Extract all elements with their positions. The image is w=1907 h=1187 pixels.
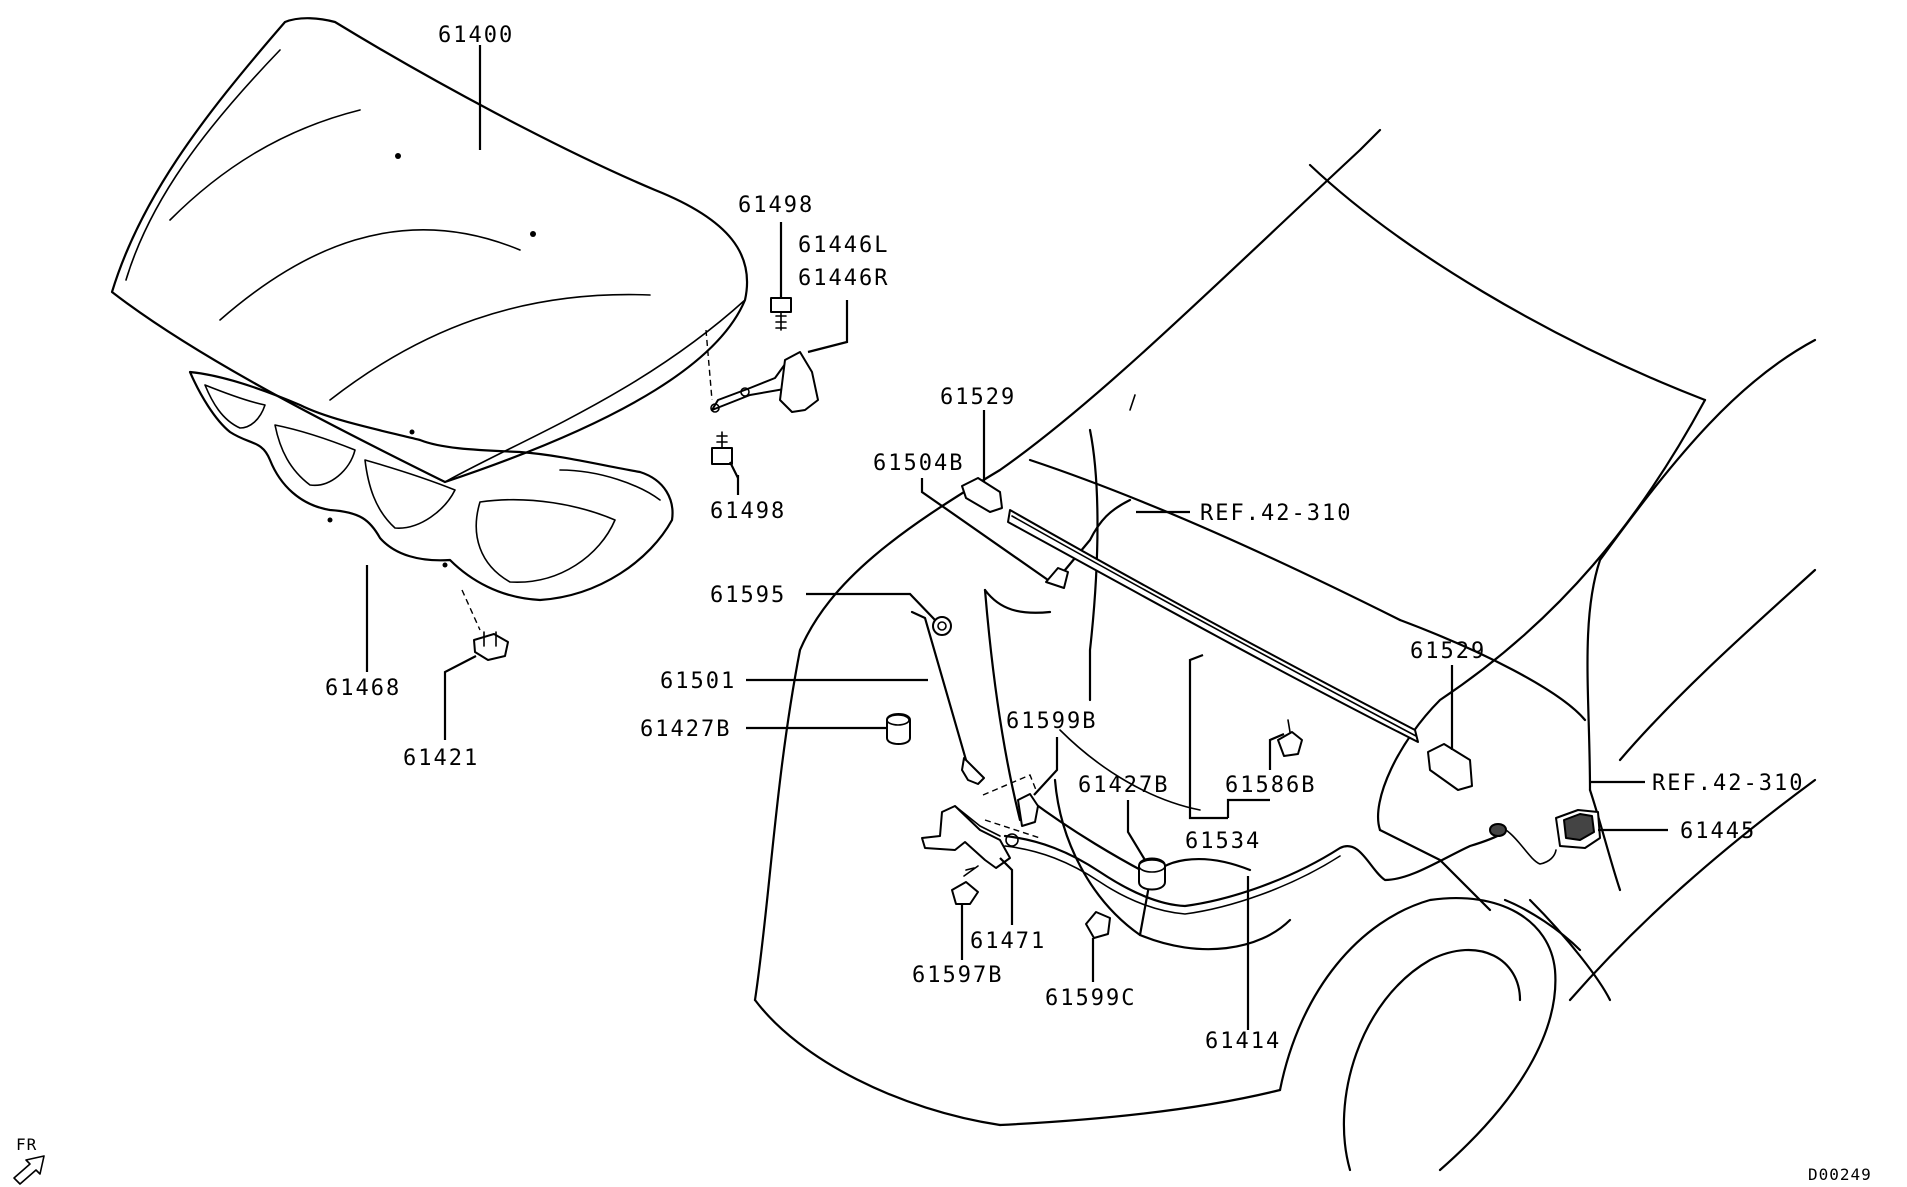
label-61529-right: 61529 (1410, 639, 1486, 664)
insulator-clip[interactable] (461, 589, 509, 661)
front-label: FR (16, 1135, 37, 1154)
hood-hinge[interactable] (705, 329, 819, 413)
weatherstrip-clip[interactable] (1045, 567, 1069, 589)
hood-insulator[interactable] (188, 370, 674, 602)
leader-lines (365, 45, 1668, 1030)
hood-release-handle[interactable] (1555, 809, 1601, 849)
diagram-code: D00249 (1808, 1165, 1872, 1184)
label-61529-left: 61529 (940, 385, 1016, 410)
hood-release-cable[interactable] (1003, 823, 1557, 915)
rod-grommet[interactable] (932, 616, 952, 636)
label-61400: 61400 (438, 23, 514, 48)
label-ref-lower: REF.42-310 (1652, 771, 1804, 796)
label-61586B: 61586B (1225, 773, 1316, 798)
label-61595: 61595 (710, 583, 786, 608)
label-61446L: 61446L (798, 233, 889, 258)
label-61599C: 61599C (1045, 986, 1136, 1011)
label-61498-top: 61498 (738, 193, 814, 218)
hood-panel[interactable] (110, 17, 749, 484)
label-61421: 61421 (403, 746, 479, 771)
hood-weatherstrip[interactable] (1007, 509, 1419, 743)
cable-clip-lower[interactable] (1085, 911, 1111, 939)
label-61427B-mid: 61427B (1078, 773, 1169, 798)
label-61504B: 61504B (873, 451, 964, 476)
hood-bumper-left[interactable] (961, 477, 1003, 513)
hinge-bolt-lower[interactable] (711, 431, 733, 465)
hood-bumper-rubber-mid[interactable] (1138, 857, 1166, 891)
label-61599B: 61599B (1006, 709, 1097, 734)
label-61414: 61414 (1205, 1029, 1281, 1054)
label-61534: 61534 (1185, 829, 1261, 854)
label-61445: 61445 (1680, 819, 1756, 844)
latch-bolt[interactable] (951, 865, 979, 905)
hood-bumper-right[interactable] (1427, 743, 1473, 791)
rod-holder-clip[interactable] (1017, 793, 1039, 827)
vehicle-body (753, 128, 1817, 1172)
cable-clip-upper[interactable] (1277, 719, 1303, 757)
label-61501: 61501 (660, 669, 736, 694)
label-61468: 61468 (325, 676, 401, 701)
front-indicator: FR (13, 1135, 45, 1185)
label-61498-bottom: 61498 (710, 499, 786, 524)
hood-latch[interactable] (921, 774, 1041, 869)
part-labels: 61400 61498 61446L 61446R 61498 61468 61… (325, 23, 1804, 1054)
label-61427B-left: 61427B (640, 717, 731, 742)
label-61471: 61471 (970, 929, 1046, 954)
hood-bumper-rubber-left[interactable] (886, 713, 911, 745)
label-ref-upper: REF.42-310 (1200, 501, 1352, 526)
label-61597B: 61597B (912, 963, 1003, 988)
hinge-bolt-upper[interactable] (770, 297, 792, 331)
label-61446R: 61446R (798, 266, 889, 291)
front-arrow-icon (13, 1155, 45, 1185)
hood-support-rod[interactable] (910, 610, 985, 785)
